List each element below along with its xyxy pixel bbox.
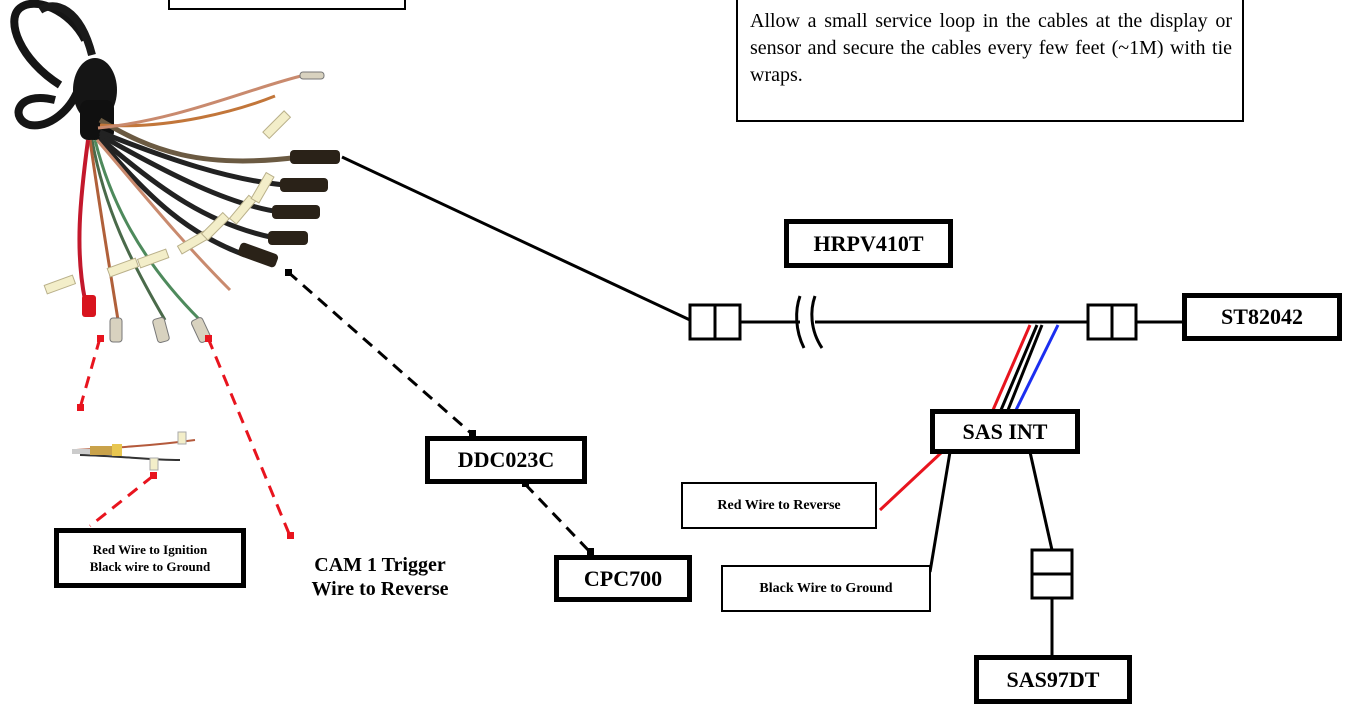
harness-cable-image — [10, 0, 340, 343]
ignition-label: Red Wire to Ignition Black wire to Groun… — [54, 528, 246, 588]
main-cable — [341, 155, 1182, 349]
sas-branch-wires — [878, 324, 1060, 655]
cam1-trigger-line1: CAM 1 Trigger — [314, 554, 446, 576]
ignition-label-line1: Red Wire to Ignition — [92, 542, 208, 557]
dashed-red-endpoints — [77, 335, 294, 539]
black-wire-ground-label: Black Wire to Ground — [721, 565, 931, 612]
cam1-trigger-line2: Wire to Reverse — [311, 578, 449, 600]
top-left-label-box — [168, 0, 406, 10]
ignition-lead-image — [72, 431, 196, 471]
ignition-label-line2: Black wire to Ground — [89, 559, 211, 574]
service-loop-note: Allow a small service loop in the cables… — [736, 0, 1244, 122]
dashed-black-endpoints — [285, 269, 594, 555]
cpc700-label: CPC700 — [554, 555, 692, 602]
dashed-black-lines — [287, 270, 592, 554]
connector-hrpv — [688, 303, 742, 341]
dashed-red-lines — [78, 337, 292, 537]
ddc023c-label: DDC023C — [425, 436, 587, 484]
hrpv410t-label: HRPV410T — [784, 219, 953, 268]
connector-st82042 — [1086, 303, 1138, 341]
sas-int-label: SAS INT — [930, 409, 1080, 454]
sas97dt-label: SAS97DT — [974, 655, 1132, 704]
cam1-trigger-label: CAM 1 Trigger Wire to Reverse — [270, 553, 490, 601]
red-wire-reverse-label: Red Wire to Reverse — [681, 482, 877, 529]
st82042-label: ST82042 — [1182, 293, 1342, 341]
connector-sas97dt — [1030, 548, 1074, 600]
